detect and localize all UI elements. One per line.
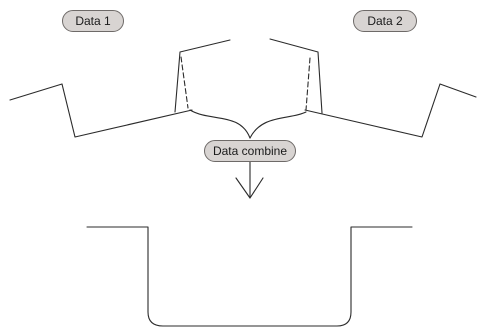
left-profile-line — [9, 83, 193, 138]
left-cutout-solid — [174, 39, 231, 113]
combined-profile-line — [86, 226, 413, 327]
down-arrow-head — [235, 177, 264, 199]
right-cutout-solid — [269, 38, 323, 114]
merge-curve-right — [249, 111, 307, 139]
data-combine-label: Data combine — [204, 140, 296, 162]
merge-curve-left — [189, 109, 251, 139]
right-cutout-dashed — [305, 57, 311, 111]
data-1-label: Data 1 — [62, 10, 124, 32]
right-profile-line — [304, 83, 477, 138]
data-2-label: Data 2 — [353, 10, 417, 32]
left-cutout-dashed — [180, 56, 189, 109]
